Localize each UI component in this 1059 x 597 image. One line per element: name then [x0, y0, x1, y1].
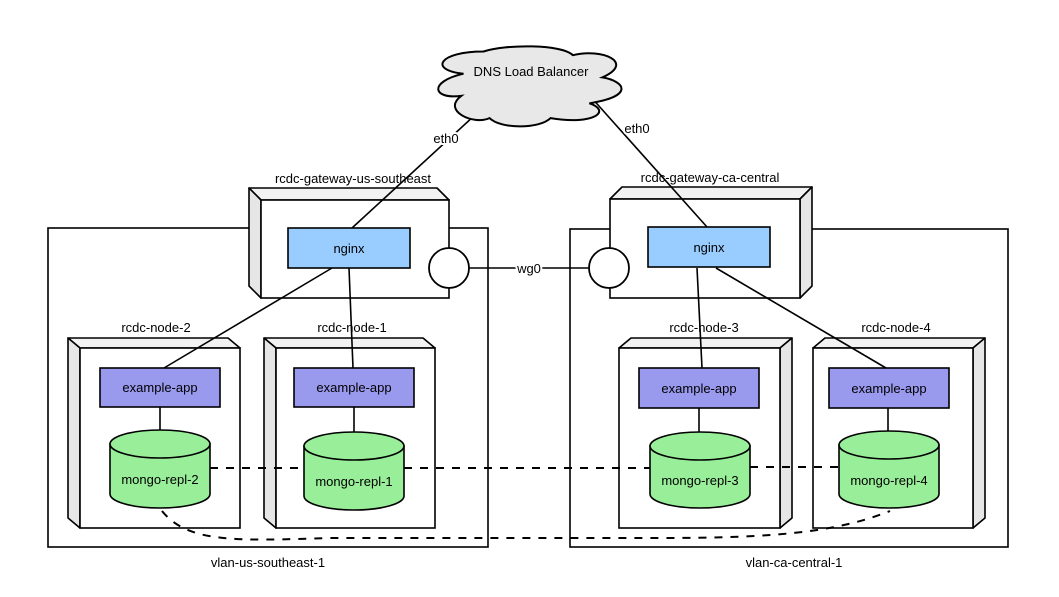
nginx-label-us: nginx [333, 241, 365, 256]
wg0-interface-circle-us [428, 247, 470, 289]
cube-top-face [609, 186, 813, 200]
example-app-box-node4 [828, 367, 950, 409]
nginx-box-ca [647, 226, 771, 268]
cube-top-face [618, 337, 793, 349]
cube-top-face [248, 187, 450, 201]
nginx-label-ca: nginx [693, 240, 725, 255]
cube-left-face [263, 337, 277, 529]
gateway-ca-central-label: rcdc-gateway-ca-central [641, 170, 780, 185]
eth0-label-right: eth0 [624, 121, 649, 136]
cube-left-face [248, 187, 262, 299]
link-cloud-to-nginx-ca [589, 95, 708, 228]
cylinder-top [303, 431, 405, 461]
cube-right-face [972, 337, 986, 529]
cylinder-body [303, 445, 405, 511]
cloud-shape [437, 45, 623, 128]
mongo-repl-3-cylinder: mongo-repl-3 [649, 431, 751, 509]
cylinder-top [649, 431, 751, 461]
cube-top-face [263, 337, 436, 349]
cube-top-face [67, 337, 241, 349]
node-2-label: rcdc-node-2 [121, 320, 190, 335]
cylinder-top [838, 430, 940, 460]
vlan-us-southeast-label: vlan-us-southeast-1 [211, 555, 325, 570]
link-nginx-ca-to-app-node3 [696, 267, 703, 369]
mongo-repl-2-label: mongo-repl-2 [121, 472, 198, 487]
mongo-repl-3-label: mongo-repl-3 [661, 473, 738, 488]
example-app-label-node2: example-app [122, 380, 197, 395]
wg0-interface-circle-ca [588, 247, 630, 289]
example-app-label-node4: example-app [851, 381, 926, 396]
link-nginx-ca-to-app-node4 [715, 267, 887, 369]
cylinder-body [109, 443, 211, 509]
example-app-node1: example-app [293, 367, 415, 408]
cube-right-face [779, 337, 793, 529]
cylinder-body [838, 444, 940, 509]
node-4-label: rcdc-node-4 [861, 320, 930, 335]
wg0-label: wg0 [516, 261, 541, 276]
mongo-repl-1-label: mongo-repl-1 [315, 474, 392, 489]
example-app-label-node3: example-app [661, 381, 736, 396]
cylinder-top [109, 429, 211, 459]
cube-right-face [799, 186, 813, 299]
example-app-label-node1: example-app [316, 380, 391, 395]
mongo-repl-4-label: mongo-repl-4 [850, 473, 927, 488]
mongo-repl-1-cylinder: mongo-repl-1 [303, 431, 405, 511]
example-app-box-node1 [293, 367, 415, 408]
nginx-service-us: nginx [287, 227, 411, 269]
node-3-label: rcdc-node-3 [669, 320, 738, 335]
example-app-box-node3 [638, 367, 760, 409]
cube-left-face [67, 337, 81, 529]
example-app-node4: example-app [828, 367, 950, 409]
nginx-service-ca: nginx [647, 226, 771, 268]
vlan-ca-central-label: vlan-ca-central-1 [746, 555, 843, 570]
cylinder-body [649, 445, 751, 509]
example-app-node2: example-app [99, 367, 221, 408]
example-app-node3: example-app [638, 367, 760, 409]
link-nginx-us-to-app-node1 [348, 267, 354, 369]
mongo-repl-4-cylinder: mongo-repl-4 [838, 430, 940, 509]
mongo-repl-2-cylinder: mongo-repl-2 [109, 429, 211, 509]
gateway-us-southeast: rcdc-gateway-us-southeast [248, 171, 450, 299]
example-app-box-node2 [99, 367, 221, 408]
link-cloud-to-nginx-us [351, 103, 488, 229]
dns-load-balancer-label: DNS Load Balancer [474, 64, 590, 79]
link-nginx-us-to-app-node2 [163, 267, 333, 369]
gateway-us-southeast-label: rcdc-gateway-us-southeast [275, 171, 431, 186]
dns-load-balancer: DNS Load Balancer [437, 45, 623, 128]
nginx-box-us [287, 227, 411, 269]
eth0-label-left: eth0 [433, 131, 458, 146]
